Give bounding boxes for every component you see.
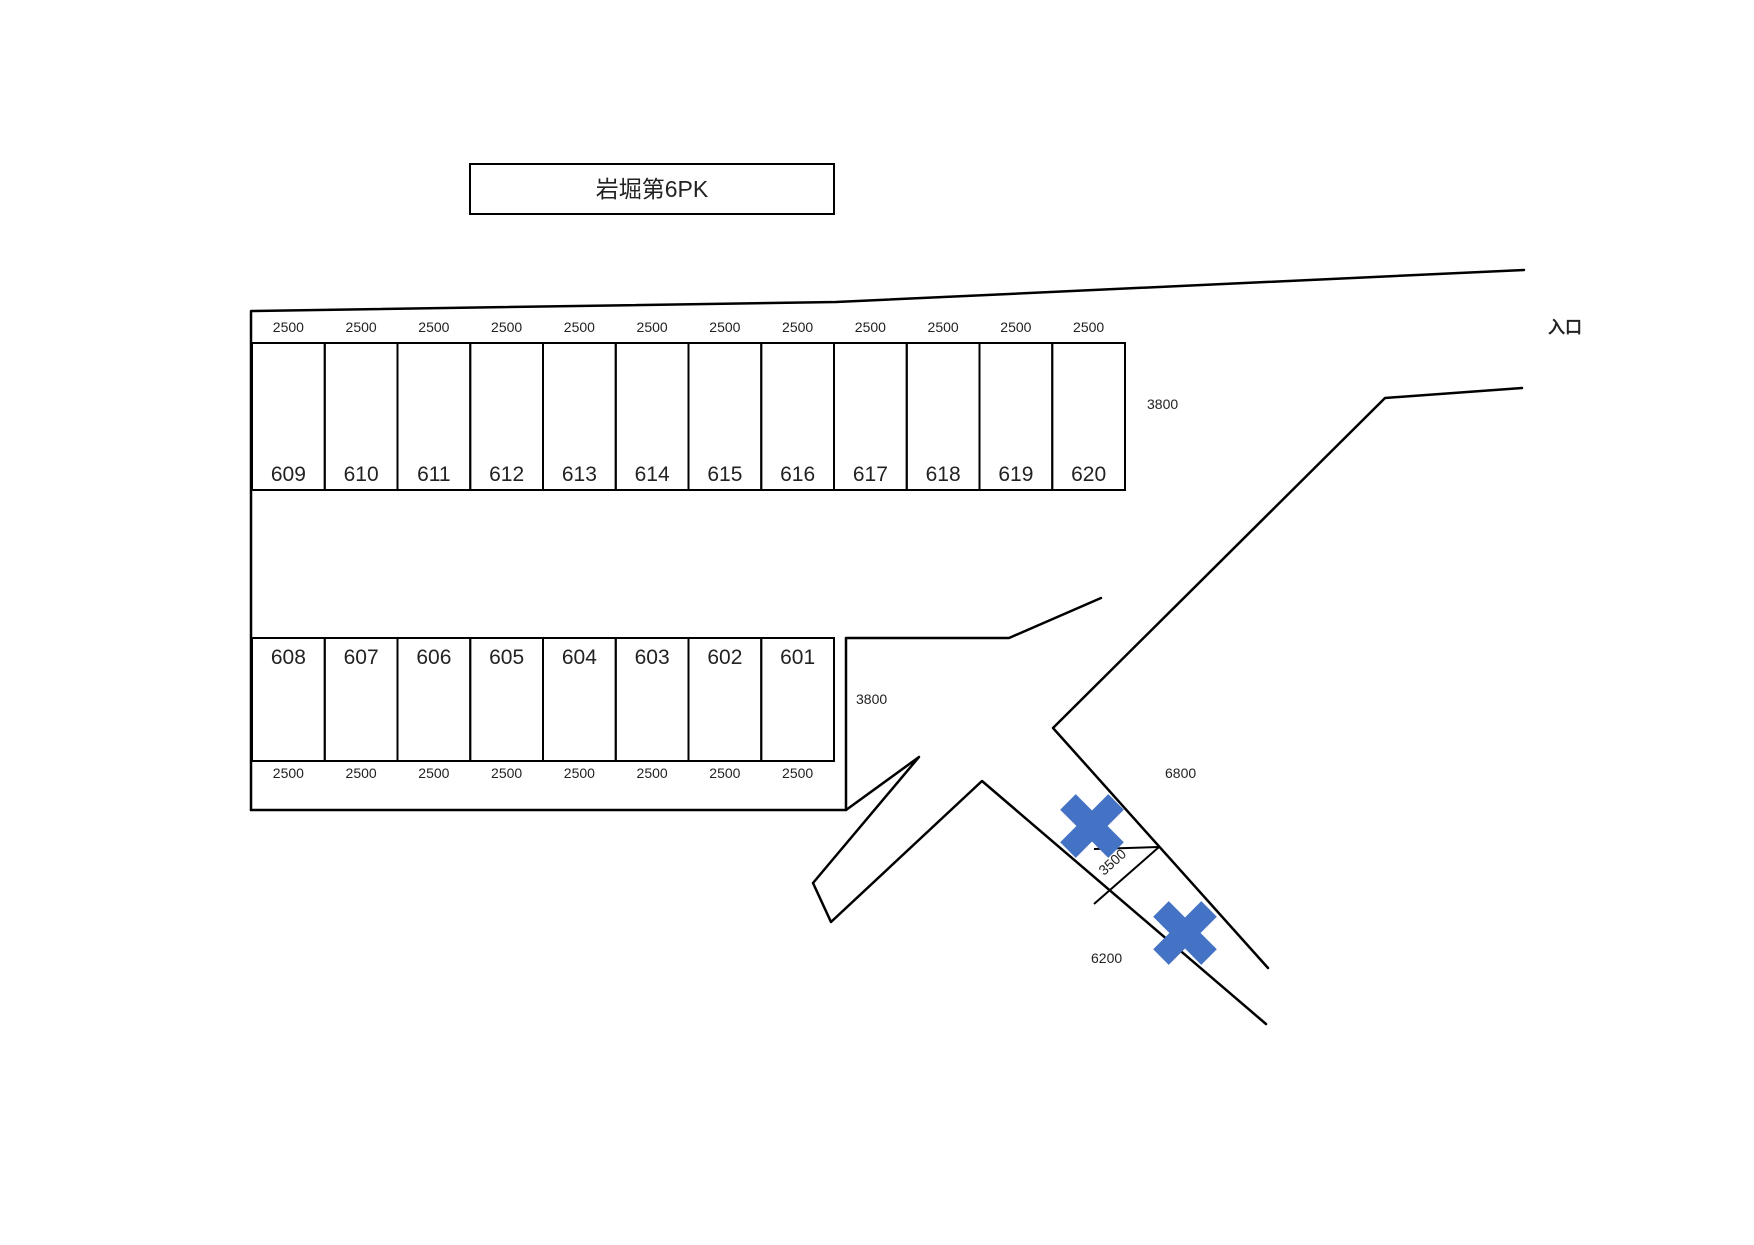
stall-width-label: 2500 xyxy=(346,319,377,335)
stall-width-label: 2500 xyxy=(637,765,668,781)
stall-width-label: 2500 xyxy=(346,765,377,781)
stall-width-label: 2500 xyxy=(564,319,595,335)
lot-boundary-middle xyxy=(844,596,1103,812)
stall-number: 606 xyxy=(416,646,451,669)
stall-width-label: 2500 xyxy=(1073,319,1104,335)
title-box xyxy=(469,163,835,215)
stall-number: 604 xyxy=(562,646,597,669)
angled-length-upper: 6800 xyxy=(1165,765,1196,781)
stall-number: 610 xyxy=(344,463,379,486)
stall-width-label: 2500 xyxy=(855,319,886,335)
cross-icon xyxy=(1060,794,1124,858)
stall-width-label: 2500 xyxy=(418,765,449,781)
lot-boundary-top-left xyxy=(249,268,1526,812)
stall-width-label: 2500 xyxy=(491,765,522,781)
angled-divider xyxy=(1093,846,1160,905)
stall-number: 603 xyxy=(635,646,670,669)
bottom-width-dimensions: 2500 2500 2500 2500 2500 2500 2500 2500 xyxy=(273,765,814,781)
top-width-dimensions: 2500 2500 2500 2500 2500 2500 2500 2500 2500 2500… xyxy=(273,319,1105,335)
stall-number: 609 xyxy=(271,463,306,486)
stall-number: 617 xyxy=(853,463,888,486)
top-stall-row: 609 610 611 612 613 614 615 616 617 618 619 620 xyxy=(251,342,1126,491)
entrance-label: 入口 xyxy=(1548,318,1582,337)
stall-width-label: 2500 xyxy=(273,765,304,781)
bottom-stall-row: 608 607 606 605 604 603 602 601 xyxy=(251,637,835,762)
cross-icon xyxy=(1153,901,1217,965)
stall-width-label: 2500 xyxy=(273,319,304,335)
stall-number: 620 xyxy=(1071,463,1106,486)
angled-length-lower: 6200 xyxy=(1091,950,1122,966)
stall-width-label: 2500 xyxy=(491,319,522,335)
stall-number: 602 xyxy=(707,646,742,669)
lot-title: 岩堀第6PK xyxy=(596,176,709,202)
bottom-stall-601 xyxy=(760,637,835,762)
lot-boundary-right xyxy=(1051,386,1524,970)
stall-number: 607 xyxy=(344,646,379,669)
stall-width-label: 2500 xyxy=(782,765,813,781)
stall-number: 615 xyxy=(707,463,742,486)
stall-width-label: 2500 xyxy=(564,765,595,781)
stall-number: 618 xyxy=(926,463,961,486)
stall-width-label: 2500 xyxy=(709,765,740,781)
stall-number: 611 xyxy=(417,463,450,486)
top-row-depth: 3800 xyxy=(1147,396,1178,412)
stall-number: 612 xyxy=(489,463,524,486)
stall-width-label: 2500 xyxy=(637,319,668,335)
stall-number: 608 xyxy=(271,646,306,669)
stall-number: 616 xyxy=(780,463,815,486)
stall-width-label: 2500 xyxy=(782,319,813,335)
bottom-row-depth: 3800 xyxy=(856,691,887,707)
stall-number: 601 xyxy=(780,646,815,669)
stall-width-label: 2500 xyxy=(709,319,740,335)
stall-number: 605 xyxy=(489,646,524,669)
stall-width-label: 2500 xyxy=(418,319,449,335)
stall-number: 614 xyxy=(635,463,670,486)
stall-number: 619 xyxy=(998,463,1033,486)
stall-width-label: 2500 xyxy=(928,319,959,335)
top-stall-620 xyxy=(1051,342,1126,491)
stall-number: 613 xyxy=(562,463,597,486)
stall-width-label: 2500 xyxy=(1000,319,1031,335)
